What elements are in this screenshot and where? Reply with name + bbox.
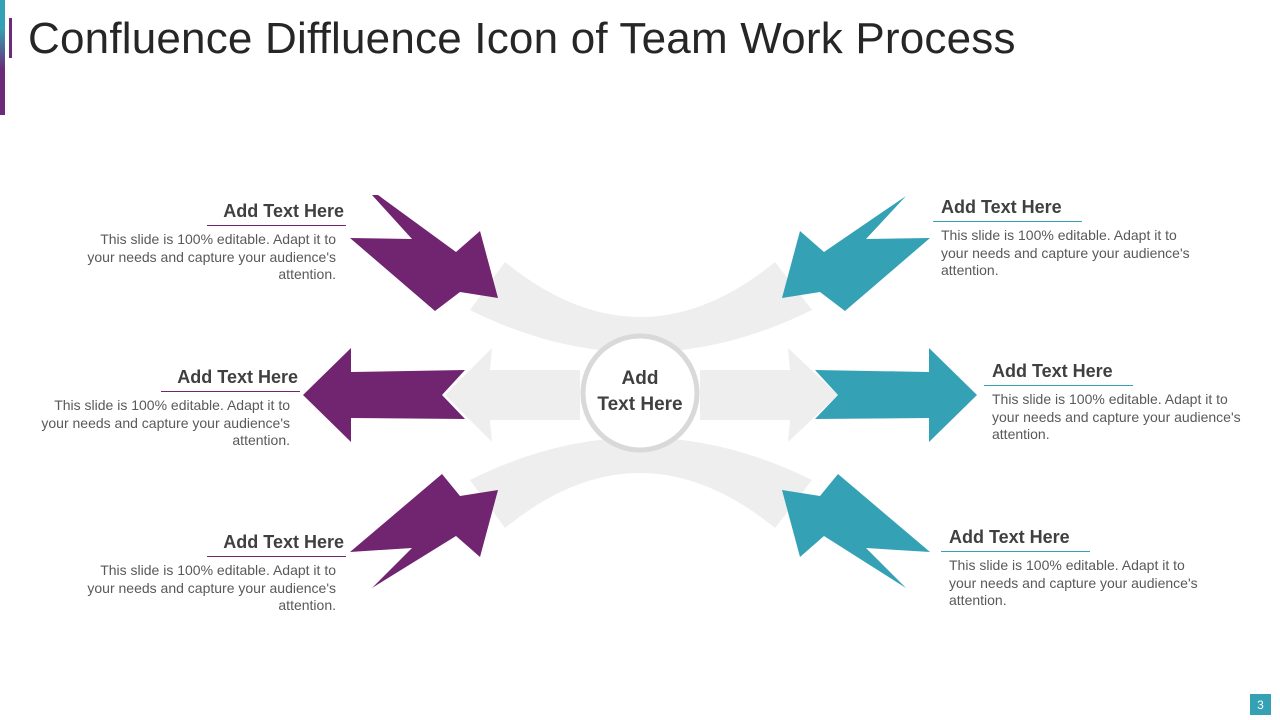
block-heading: Add Text Here: [207, 201, 346, 226]
block-body: This slide is 100% editable. Adapt it to…: [949, 557, 1198, 608]
center-ring: [580, 333, 700, 453]
page-number-badge: 3: [1250, 694, 1271, 715]
arrow-middle-right: [815, 348, 977, 442]
ghost-arrow-left: [445, 348, 580, 442]
arrow-top-right: [782, 196, 930, 311]
arrow-bottom-left: [350, 474, 498, 588]
ghost-band-upper: [470, 262, 812, 353]
block-heading: Add Text Here: [207, 532, 346, 557]
text-block-top-left: Add Text Here This slide is 100% editabl…: [40, 201, 346, 284]
arrow-bottom-right: [782, 474, 930, 588]
block-body: This slide is 100% editable. Adapt it to…: [941, 227, 1190, 278]
center-label-text: Add Text Here: [597, 368, 683, 415]
page-title: Confluence Diffluence Icon of Team Work …: [28, 14, 1016, 63]
block-heading: Add Text Here: [984, 361, 1133, 386]
block-body: This slide is 100% editable. Adapt it to…: [41, 397, 290, 448]
block-heading: Add Text Here: [933, 197, 1082, 222]
purple-arrows: [303, 195, 498, 588]
title-accent-tick: [9, 18, 12, 58]
ghost-arrow-right: [700, 348, 838, 442]
block-heading: Add Text Here: [941, 527, 1090, 552]
title-accent-bar: [0, 0, 5, 115]
block-heading: Add Text Here: [161, 367, 300, 392]
arrow-middle-left: [303, 348, 465, 442]
text-block-bottom-left: Add Text Here This slide is 100% editabl…: [40, 532, 346, 615]
center-label: Add Text Here: [580, 366, 700, 418]
block-body: This slide is 100% editable. Adapt it to…: [87, 231, 336, 282]
block-body: This slide is 100% editable. Adapt it to…: [992, 391, 1241, 442]
text-block-middle-left: Add Text Here This slide is 100% editabl…: [20, 367, 300, 450]
block-body: This slide is 100% editable. Adapt it to…: [87, 562, 336, 613]
arrow-top-left: [350, 195, 498, 311]
ghost-arrows: [445, 262, 838, 528]
text-block-middle-right: Add Text Here This slide is 100% editabl…: [984, 361, 1252, 444]
teal-arrows: [782, 196, 977, 588]
text-block-top-right: Add Text Here This slide is 100% editabl…: [933, 197, 1201, 280]
ghost-band-lower: [470, 437, 812, 528]
text-block-bottom-right: Add Text Here This slide is 100% editabl…: [941, 527, 1209, 610]
